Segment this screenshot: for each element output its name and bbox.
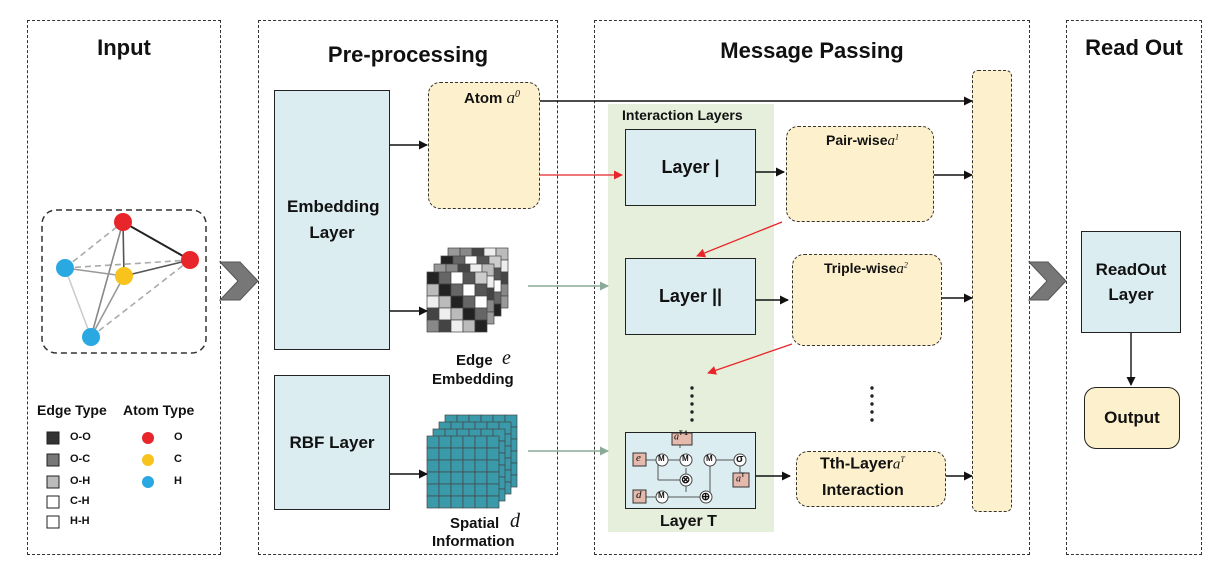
atom-embedding-label: Atom a0 — [464, 88, 520, 108]
layer-t-inner-aprev: aT-1 — [674, 431, 688, 442]
edge-type-legend-title: Edge Type — [37, 402, 107, 418]
spatial-information-label-1: Spatial — [450, 515, 500, 532]
input-panel-title: Input — [97, 35, 151, 60]
spatial-information-symbol: d — [510, 510, 520, 532]
triplewise-box — [792, 254, 942, 346]
readout-layer-box: ReadOut Layer — [1081, 231, 1181, 333]
layer-t-inner-acur: aT — [736, 473, 745, 484]
atom-embedding-text: Atom — [464, 90, 503, 107]
tth-layer-symbol: a — [892, 456, 901, 473]
layer-t-inner-aprev-symbol: a — [674, 431, 679, 443]
tth-layer-label: Tth-LayeraT — [820, 455, 905, 473]
layer-t-node-sigma: σ — [736, 453, 744, 465]
atom-hydrogen-1 — [56, 259, 74, 277]
layer-t-inner-aprev-sup: T-1 — [679, 431, 688, 437]
layer-2-box: Layer || — [625, 258, 756, 335]
layer-t-node-m-1: M — [658, 454, 665, 463]
layer-1-label: Layer | — [661, 157, 720, 177]
triplewise-text: Triple-wise — [824, 260, 897, 276]
layer-t-inner-e: e — [636, 452, 641, 464]
layer-1-box: Layer | — [625, 129, 756, 206]
message-passing-panel — [594, 20, 1030, 555]
atom-oxygen-1 — [114, 213, 132, 231]
layer-t-node-m-3: M — [658, 491, 665, 500]
layer-t-node-m-2: M — [682, 454, 689, 463]
chevron-arrow-1 — [218, 261, 259, 301]
layer-t-label: Layer T — [660, 513, 717, 530]
atom-carbon — [115, 267, 133, 285]
edge-embedding-symbol: e — [502, 347, 511, 369]
layer-t-node-oplus: ⊕ — [701, 491, 711, 503]
pairwise-label: Pair-wisea1 — [826, 132, 899, 150]
triplewise-label: Triple-wisea2 — [824, 260, 908, 278]
atom-type-label-c: C — [174, 453, 182, 465]
molecule-edges — [64, 221, 191, 338]
embedding-layer-label: Embedding Layer — [287, 197, 380, 242]
interaction-layers-title: Interaction Layers — [622, 107, 743, 123]
layer-t-node-otimes: ⊗ — [681, 474, 691, 486]
layer-t-node-m-4: M — [706, 454, 713, 463]
atom-type-label-h: H — [174, 475, 182, 487]
embedding-layer-box: Embedding Layer — [274, 90, 390, 350]
readout-panel — [1066, 20, 1202, 555]
layer-t-box — [625, 432, 756, 509]
message-passing-panel-title: Message Passing — [720, 38, 904, 63]
atom-embedding-sup: 0 — [515, 89, 520, 100]
ellipsis-dots — [690, 386, 874, 422]
input-panel — [27, 20, 221, 555]
tth-layer-text: Tth-Layer — [820, 455, 893, 473]
tth-layer-interaction-box — [796, 451, 946, 507]
spatial-information-cubes — [426, 414, 518, 509]
edge-type-label-hh: H-H — [70, 515, 90, 527]
green-arrows — [528, 281, 609, 456]
layer-2-label: Layer || — [658, 286, 723, 306]
layer-t-inner-acur-symbol: a — [736, 473, 741, 485]
tth-interaction-label: Interaction — [822, 482, 904, 499]
readout-layer-label: ReadOut Layer — [1095, 260, 1167, 304]
tth-layer-sup: T — [900, 455, 905, 464]
atom-type-label-o: O — [174, 431, 183, 443]
rbf-layer-box: RBF Layer — [274, 375, 390, 510]
edge-embedding-label-2: Embedding — [432, 371, 514, 388]
layer-t-inner-acur-sup: T — [741, 473, 745, 479]
pairwise-symbol: a — [887, 133, 895, 149]
pairwise-box — [786, 126, 934, 222]
edge-embedding-cubes — [426, 247, 509, 333]
atom-embedding-box — [428, 82, 540, 209]
red-arrows — [540, 170, 793, 375]
edge-type-label-oo: O-O — [70, 431, 91, 443]
atom-oxygen-2 — [181, 251, 199, 269]
aggregation-bar — [972, 70, 1012, 512]
edge-type-label-ch: C-H — [70, 495, 90, 507]
readout-panel-title: Read Out — [1085, 35, 1183, 60]
atom-hydrogen-2 — [82, 328, 100, 346]
atom-type-swatches — [142, 432, 154, 488]
triplewise-symbol: a — [896, 261, 904, 277]
edge-type-swatches — [46, 431, 60, 529]
output-box: Output — [1084, 387, 1180, 449]
pairwise-text: Pair-wise — [826, 132, 888, 148]
preprocessing-panel — [258, 20, 558, 555]
triplewise-sup: 2 — [903, 260, 908, 270]
atom-type-legend-title: Atom Type — [123, 402, 195, 418]
spatial-information-label-2: Information — [432, 533, 515, 550]
preprocessing-panel-title: Pre-processing — [327, 42, 489, 67]
chevron-arrow-2 — [1027, 261, 1067, 301]
edge-type-label-oh: O-H — [70, 475, 91, 487]
layer-t-inner-d: d — [636, 489, 642, 501]
edge-type-label-oc: O-C — [70, 453, 91, 465]
output-label: Output — [1104, 408, 1160, 427]
rbf-layer-label: RBF Layer — [289, 432, 375, 452]
edge-embedding-label-1: Edge — [456, 352, 493, 369]
black-arrows — [390, 96, 1136, 481]
atom-embedding-symbol: a — [506, 88, 516, 107]
pairwise-sup: 1 — [894, 132, 899, 142]
